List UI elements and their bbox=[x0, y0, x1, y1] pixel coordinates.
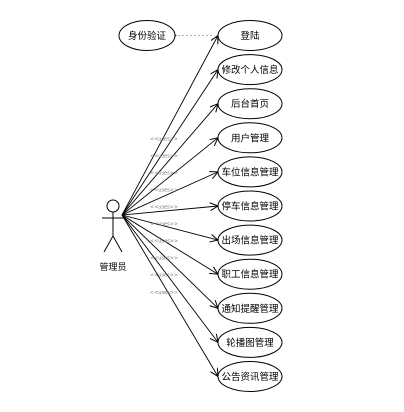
use-case-label: 公告资讯管理 bbox=[221, 371, 279, 383]
use-case-edit-profile[interactable]: 修改个人信息 bbox=[217, 54, 283, 86]
use-case-label: 出场信息管理 bbox=[221, 235, 279, 247]
association-notice-mgmt bbox=[121, 214, 218, 308]
use-case-label: 职工信息管理 bbox=[221, 269, 279, 281]
use-case-parking-info-mgmt[interactable]: 停车信息管理 bbox=[217, 190, 283, 222]
association-login bbox=[121, 36, 218, 216]
use-case-ellipse bbox=[217, 88, 283, 120]
use-case-parking-spot-mgmt[interactable]: 车位信息管理 bbox=[217, 156, 283, 188]
use-case-label: 轮播图管理 bbox=[226, 337, 274, 349]
use-case-ellipse bbox=[217, 156, 283, 188]
use-case-ellipse bbox=[217, 224, 283, 256]
stereotype-label: <<uses>> bbox=[150, 187, 178, 193]
use-case-label: 登陆 bbox=[240, 30, 260, 42]
use-case-exit-info-mgmt[interactable]: 出场信息管理 bbox=[217, 224, 283, 256]
use-case-staff-info-mgmt[interactable]: 职工信息管理 bbox=[217, 258, 283, 290]
association-news-mgmt bbox=[121, 214, 218, 377]
use-case-news-mgmt[interactable]: 公告资讯管理 bbox=[217, 361, 283, 392]
use-case-ellipse bbox=[217, 258, 283, 290]
stereotype-label: <<uses>> bbox=[150, 273, 178, 279]
actor-head bbox=[106, 199, 120, 213]
use-case-identity-label: 身份验证 bbox=[128, 30, 167, 42]
association-parking-info-mgmt bbox=[121, 206, 218, 216]
actor-left-leg bbox=[103, 235, 114, 253]
association-staff-info-mgmt bbox=[121, 214, 218, 274]
stereotype-label: <<uses>> bbox=[150, 153, 178, 159]
use-case-carousel-mgmt[interactable]: 轮播图管理 bbox=[217, 326, 283, 358]
use-case-ellipse bbox=[217, 20, 283, 51]
use-case-user-mgmt[interactable]: 用户管理 bbox=[217, 122, 283, 154]
association-links: <<uses>> <<uses>> <<uses>> <<uses>> <<uses>>… bbox=[121, 36, 218, 377]
use-case-ellipse bbox=[217, 54, 283, 86]
association-parking-spot-mgmt bbox=[121, 172, 218, 216]
association-admin-home bbox=[121, 104, 218, 216]
stereotype-label: <<uses>> bbox=[150, 290, 178, 296]
use-case-label: 通知提醒管理 bbox=[221, 303, 279, 315]
stereotype-label: <<uses>> bbox=[150, 205, 178, 211]
use-case-admin-home[interactable]: 后台首页 bbox=[217, 88, 283, 120]
actor-right-leg bbox=[112, 235, 123, 253]
stereotype-label: <<uses>> bbox=[150, 136, 178, 142]
use-case-label: 后台首页 bbox=[231, 98, 269, 110]
use-case-login[interactable]: 登陆 bbox=[217, 20, 283, 51]
association-user-mgmt bbox=[121, 138, 218, 216]
stereotype-label: <<uses>> bbox=[150, 222, 178, 228]
use-case-label: 车位信息管理 bbox=[221, 166, 279, 178]
association-exit-info-mgmt bbox=[121, 214, 218, 240]
actor-admin[interactable]: 管理员 bbox=[99, 199, 127, 273]
stereotype-label: <<uses>> bbox=[150, 239, 178, 245]
use-case-ellipse bbox=[217, 190, 283, 222]
stereotype-label: <<uses>> bbox=[150, 256, 178, 262]
association-edit-profile bbox=[121, 70, 218, 216]
use-case-ellipse bbox=[217, 122, 283, 154]
use-case-ellipse bbox=[217, 361, 283, 392]
stereotype-label: <<uses>> bbox=[150, 170, 178, 176]
use-case-notice-mgmt[interactable]: 通知提醒管理 bbox=[217, 292, 283, 324]
use-case-ellipse bbox=[217, 326, 283, 358]
use-case-ellipse bbox=[217, 292, 283, 324]
association-carousel-mgmt bbox=[121, 214, 218, 342]
use-case-label: 停车信息管理 bbox=[221, 201, 279, 213]
use-case-label: 修改个人信息 bbox=[221, 64, 278, 76]
use-case-list: 登陆修改个人信息后台首页用户管理车位信息管理停车信息管理出场信息管理职工信息管理… bbox=[217, 20, 283, 392]
use-case-identity[interactable]: 身份验证 bbox=[118, 20, 176, 51]
actor-label: 管理员 bbox=[99, 261, 126, 273]
use-case-label: 用户管理 bbox=[231, 132, 270, 144]
